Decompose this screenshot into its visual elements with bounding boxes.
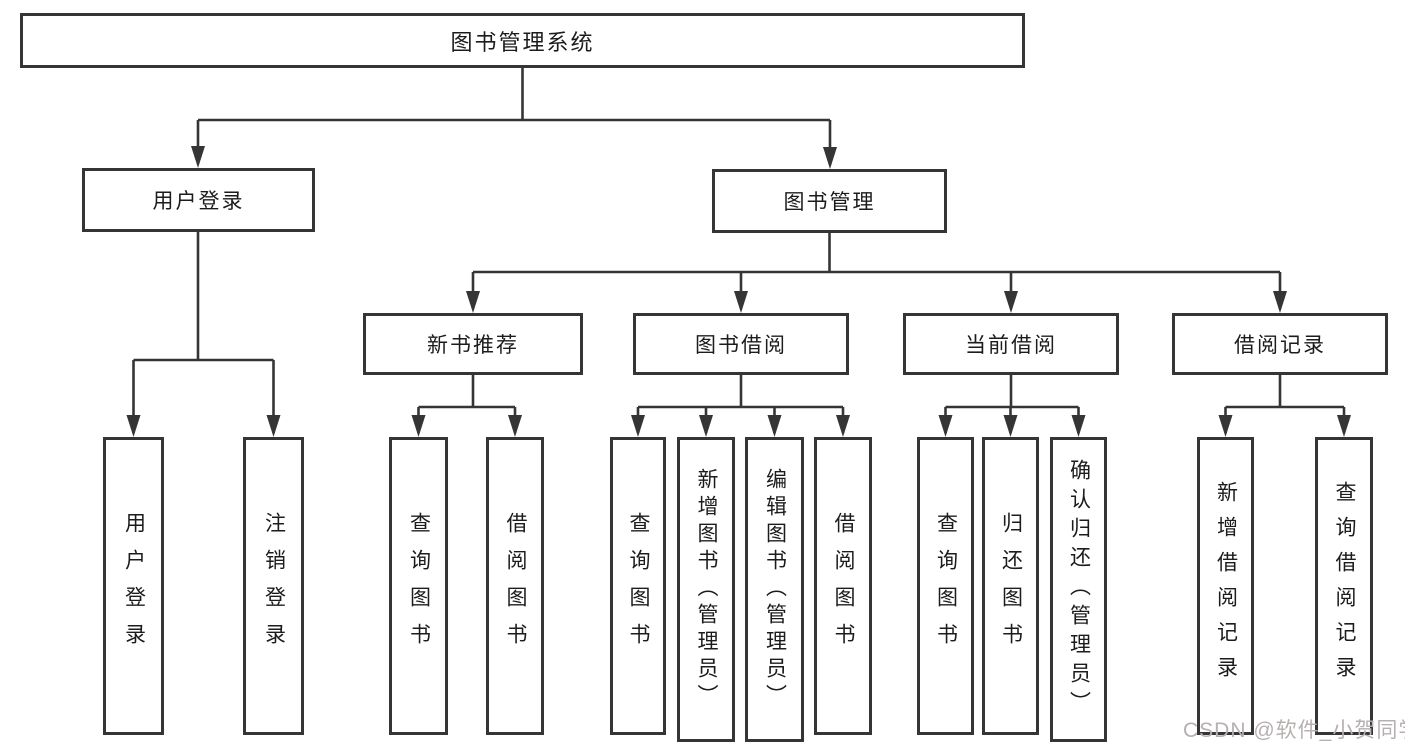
leaf-add-borrow-record: 新增借阅记录	[1197, 437, 1254, 735]
node-label: 图书借阅	[695, 334, 787, 357]
arrow-down-icon	[1273, 291, 1287, 313]
node-label: 借阅记录	[1234, 334, 1326, 357]
leaf-query-books-a: 查询图书	[389, 437, 448, 735]
arrow-down-icon	[836, 415, 850, 437]
node-label: 注销登录	[262, 512, 286, 660]
leaf-logout: 注销登录	[243, 437, 304, 735]
node-label: 新增图书（管理员）	[695, 468, 718, 711]
node-label: 新增借阅记录	[1214, 481, 1238, 691]
arrow-down-icon	[1004, 291, 1018, 313]
arrow-down-icon	[126, 415, 141, 437]
leaf-query-borrow-record: 查询借阅记录	[1315, 437, 1373, 735]
arrow-down-icon	[823, 147, 837, 169]
arrow-down-icon	[734, 291, 748, 313]
arrow-down-icon	[266, 415, 281, 437]
leaf-borrow-books-b: 借阅图书	[814, 437, 872, 735]
node-label: 当前借阅	[965, 334, 1057, 357]
node-label: 查询图书	[934, 512, 958, 660]
arrow-down-icon	[1337, 415, 1351, 437]
node-label: 图书管理	[783, 191, 876, 214]
csdn-watermark: CSDN @软件_小贺同学	[1183, 719, 1405, 742]
arrow-down-icon	[699, 415, 713, 437]
node-label: 借阅图书	[504, 512, 527, 660]
connector-book-mgmt-split	[471, 233, 1282, 309]
leaf-return-books: 归还图书	[982, 437, 1039, 735]
node-label: 查询图书	[407, 512, 431, 660]
arrow-down-icon	[1071, 415, 1086, 437]
leaf-query-books-b: 查询图书	[610, 437, 666, 735]
leaf-query-books-c: 查询图书	[917, 437, 974, 735]
arrow-down-icon	[1218, 415, 1233, 437]
node-label: 借阅图书	[832, 512, 855, 660]
arrowhead-icons	[126, 146, 1351, 437]
node-label: 用户登录	[122, 512, 146, 660]
node-book-management: 图书管理	[712, 169, 947, 233]
leaf-add-books-admin: 新增图书（管理员）	[677, 437, 735, 742]
arrow-down-icon	[1003, 415, 1018, 437]
connector-new-book-split	[417, 375, 517, 433]
arrow-down-icon	[508, 415, 522, 437]
arrow-down-icon	[938, 415, 953, 437]
arrow-down-icon	[411, 415, 426, 437]
connector-root-split	[196, 68, 832, 165]
node-borrowing-records: 借阅记录	[1172, 313, 1388, 375]
leaf-edit-books-admin: 编辑图书（管理员）	[745, 437, 804, 742]
connector-book-borrow-split	[636, 375, 845, 433]
node-label: 查询图书	[627, 512, 650, 660]
leaf-borrow-books-a: 借阅图书	[486, 437, 544, 735]
node-label: 用户登录	[152, 190, 245, 213]
node-label: 新书推荐	[427, 334, 519, 357]
connector-borrow-record-split	[1224, 375, 1346, 433]
node-label: 归还图书	[999, 512, 1023, 660]
node-root-system: 图书管理系统	[20, 13, 1025, 68]
arrow-down-icon	[631, 415, 645, 437]
arrow-down-icon	[767, 415, 782, 437]
node-book-borrowing: 图书借阅	[633, 313, 849, 375]
node-label: 编辑图书（管理员）	[763, 468, 787, 711]
connector-user-login-split	[132, 232, 275, 433]
node-user-login: 用户登录	[82, 168, 315, 232]
arrow-down-icon	[191, 146, 205, 168]
node-label: 查询借阅记录	[1333, 481, 1356, 691]
node-new-book-recommend: 新书推荐	[363, 313, 583, 375]
node-label: 图书管理系统	[450, 29, 595, 55]
node-current-borrowing: 当前借阅	[903, 313, 1119, 375]
node-label: 确认归还（管理员）	[1067, 459, 1091, 720]
arrow-down-icon	[466, 291, 480, 313]
leaf-user-login: 用户登录	[103, 437, 164, 735]
leaf-confirm-return-admin: 确认归还（管理员）	[1050, 437, 1107, 742]
